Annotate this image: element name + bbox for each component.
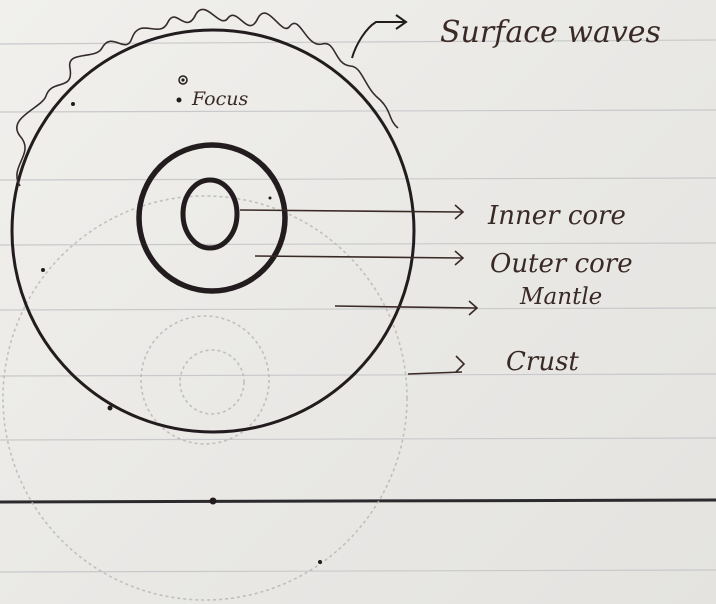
ink-dot [71, 102, 75, 106]
label-arrows [240, 205, 477, 374]
outer-core-circle [139, 145, 285, 291]
outer-core-arrow [255, 251, 463, 265]
focus-label: Focus [191, 88, 248, 110]
mantle-label: Mantle [519, 284, 602, 310]
inner-core-label: Inner core [487, 201, 626, 231]
ink-dot [41, 268, 45, 272]
surface-waves-arrow [352, 15, 406, 58]
ink-dot [269, 197, 272, 200]
ink-dot [108, 406, 113, 411]
dark-rule-line [0, 500, 716, 502]
surface-waves-label: Surface waves [440, 15, 661, 50]
focus-dot [181, 78, 184, 81]
mantle-arrow [335, 301, 477, 315]
inner-core-circle [183, 180, 237, 248]
ink-dot [210, 498, 217, 505]
crust-label: Crust [506, 347, 579, 377]
inner-core-arrow [240, 205, 463, 219]
focus-point [177, 98, 182, 103]
outer-core-label: Outer core [490, 249, 633, 279]
crust-arrow [408, 356, 464, 374]
ink-dot [318, 560, 322, 564]
